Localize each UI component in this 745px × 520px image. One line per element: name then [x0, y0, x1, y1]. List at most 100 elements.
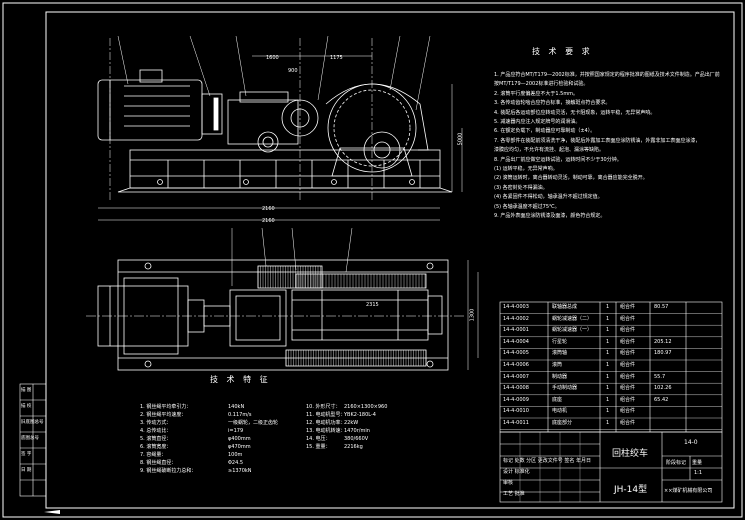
- param-label: 6. 滚筒宽度：: [140, 444, 172, 450]
- param-value: 2160×1300×960: [344, 404, 388, 410]
- dim-upper-left: 1600: [266, 55, 279, 61]
- plan-view: [86, 227, 479, 371]
- left-column-label: 描 图: [21, 388, 32, 393]
- part-code: 14-4-0009: [503, 396, 529, 403]
- param-value: 1470r/min: [344, 428, 370, 434]
- part-name: 制动器: [552, 373, 568, 380]
- part-name: 电动机: [552, 408, 568, 415]
- part-qty: 1: [606, 350, 610, 357]
- param-value: 22kW: [344, 420, 359, 426]
- requirement-line: (2) 滚筒运转时，离合器转动灵活，制动可靠，离合器应能完全脱开。: [494, 175, 648, 182]
- requirement-line: (5) 各轴承温度不超过75℃。: [494, 203, 560, 210]
- part-code: 14-4-0010: [503, 408, 529, 415]
- part-material: 组合件: [620, 385, 636, 392]
- title-block-row: 标记 处数 分区 更改文件号 签名 年月日: [503, 458, 591, 464]
- requirement-line: 5. 减速器内应注入规定牌号的润滑油。: [494, 119, 581, 125]
- requirement-line: (4) 各紧固件不得松动，轴承温升不超过规定值。: [494, 194, 603, 201]
- param-value: φ400mm: [228, 436, 251, 442]
- part-weight: 80.57: [654, 304, 669, 310]
- requirement-line: 3. 各传动齿轮啮合应符合标准，接触斑点符合要求。: [494, 100, 611, 107]
- part-name: 底座: [552, 396, 563, 403]
- part-code: 14-4-0004: [503, 338, 529, 345]
- title-block-row: 工艺 批准: [503, 491, 525, 497]
- part-qty: 1: [606, 420, 610, 426]
- part-material: 组合件: [620, 362, 636, 368]
- left-column-label: 旧底图总号: [21, 420, 44, 425]
- part-name: 蜗轮减速器（一）: [552, 327, 593, 334]
- part-qty: 1: [606, 327, 610, 334]
- param-label: 5. 滚筒直径：: [140, 436, 172, 442]
- param-label: 12. 电动机功率：: [306, 420, 346, 426]
- part-name: 底座部分: [552, 420, 573, 426]
- part-material: 组合件: [620, 304, 636, 310]
- front-elevation-view: [97, 35, 463, 221]
- left-column-label: 签 字: [21, 452, 32, 457]
- part-qty: 1: [606, 315, 610, 322]
- parts-list-table: [499, 301, 723, 433]
- part-qty: 1: [606, 338, 610, 345]
- requirement-line: 1. 产品应符合MT/T179—2002标准，并按照国家规定的程序批准的图纸及技…: [494, 72, 720, 78]
- part-qty: 1: [606, 396, 610, 403]
- param-label: 1. 钢丝绳平均牵引力：: [140, 404, 192, 410]
- title-block-row: 设计 标准化: [503, 469, 530, 475]
- gear-teeth-hatch: [257, 266, 427, 366]
- part-material: 组合件: [620, 350, 636, 357]
- part-material: 组合件: [620, 373, 636, 380]
- part-material: 组合件: [620, 338, 636, 345]
- requirement-line: 9. 产品外表面应涂防锈漆及面漆，颜色符合规定。: [494, 213, 606, 219]
- param-value: 100m: [228, 452, 243, 458]
- tech-params-title: 技 术 特 征: [210, 375, 271, 384]
- part-qty: 1: [606, 408, 610, 415]
- requirement-line: 漆膜应均匀，不允许有流挂、起泡、漏涂等缺陷。: [494, 147, 605, 154]
- dim-height: 5000: [457, 132, 464, 146]
- param-label: 3. 传动方式：: [140, 420, 172, 426]
- part-weight: 55.7: [654, 373, 666, 380]
- part-weight: 102.26: [654, 385, 672, 392]
- requirement-line: 7. 各零部件在装配前须清洗干净，装配后外露加工表面应涂防锈油，外露非加工表面应…: [494, 137, 701, 144]
- part-name: 滚筒轴: [552, 350, 568, 357]
- param-value: 一级蜗轮，二级正齿轮: [228, 420, 279, 426]
- part-name: 行星轮: [552, 338, 568, 345]
- left-column-label: 日 期: [21, 468, 32, 473]
- param-value: i=179: [228, 428, 244, 434]
- part-code: 14-4-0005: [503, 350, 529, 357]
- param-value: ≥1370kN: [228, 468, 252, 474]
- param-value: 0.117m/s: [228, 412, 252, 418]
- requirement-line: 2. 滚筒平行度偏差应不大于1.5mm。: [494, 90, 579, 97]
- param-label: 9. 钢丝绳破断拉力总和：: [140, 468, 197, 474]
- part-qty: 1: [606, 304, 610, 310]
- part-qty: 1: [606, 385, 610, 392]
- dim-width: 1300: [469, 308, 476, 322]
- product-name: 回柱绞车: [612, 449, 649, 459]
- requirement-line: 按MT/T179—2002标准进行检验和试验。: [494, 81, 589, 88]
- left-column-label: 底图总号: [21, 436, 39, 441]
- param-value: 140kN: [228, 404, 245, 410]
- part-code: 14-4-0008: [503, 385, 529, 392]
- requirement-line: 8. 产品出厂前应做空运转试验，运转时间不少于30分钟。: [494, 156, 622, 163]
- part-code: 14-4-0003: [503, 304, 529, 310]
- requirement-line: 6. 在额定负载下，制动器应可靠制动（±4）。: [494, 128, 596, 135]
- dim-center: 900: [288, 68, 298, 74]
- part-weight: 180.97: [654, 350, 672, 357]
- param-label: 10. 外形尺寸：: [306, 404, 341, 410]
- param-label: 4. 总传动比：: [140, 428, 172, 434]
- dim-drum: 2315: [366, 302, 379, 308]
- title-block-row: 审核: [503, 480, 514, 486]
- part-code: 14-4-0002: [503, 315, 529, 322]
- param-label: 15. 重量：: [306, 444, 331, 450]
- part-code: 14-4-0011: [503, 420, 529, 426]
- param-label: 8. 钢丝绳直径：: [140, 460, 177, 466]
- part-qty: 1: [606, 373, 610, 380]
- part-material: 组合件: [620, 327, 636, 334]
- part-material: 组合件: [620, 420, 636, 426]
- weight-label: 重量: [692, 460, 703, 466]
- dim-upper-right: 1175: [330, 55, 343, 61]
- tech-requirements-title: 技 术 要 求: [532, 47, 593, 56]
- scale-value: 1:1: [694, 470, 703, 476]
- param-label: 11. 电动机型号：: [306, 412, 346, 418]
- company-name: ××煤矿机械有限公司: [664, 488, 713, 494]
- part-weight: 65.42: [654, 396, 669, 403]
- part-code: 14-4-0007: [503, 373, 529, 380]
